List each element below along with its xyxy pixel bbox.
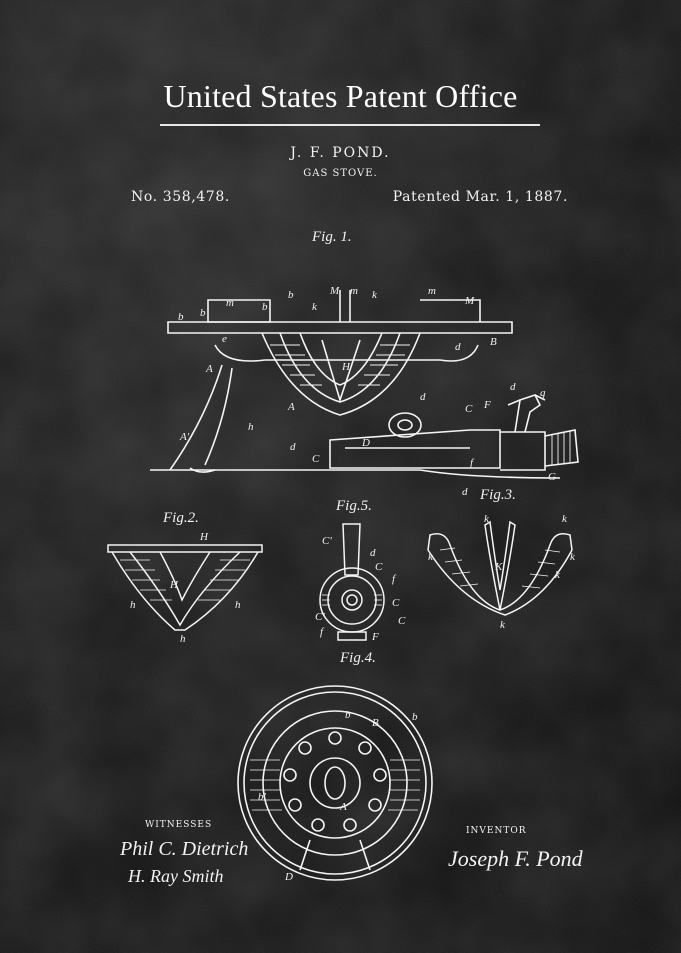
svg-text:b: b xyxy=(412,711,418,723)
svg-text:A': A' xyxy=(179,431,190,443)
witness-signature-2: H. Ray Smith xyxy=(128,866,224,886)
svg-text:D: D xyxy=(284,871,293,883)
svg-text:F: F xyxy=(371,631,379,643)
svg-text:k: k xyxy=(555,569,561,581)
svg-text:D: D xyxy=(361,437,370,449)
svg-text:A: A xyxy=(205,363,213,375)
svg-text:C: C xyxy=(375,561,383,573)
inventor-label: INVENTOR xyxy=(466,826,527,836)
svg-text:d: d xyxy=(370,547,376,559)
witnesses-label: WITNESSES xyxy=(145,820,213,830)
svg-text:h: h xyxy=(130,599,136,611)
svg-text:k: k xyxy=(312,301,318,313)
svg-text:d: d xyxy=(290,441,296,453)
svg-text:d: d xyxy=(455,341,461,353)
svg-text:h: h xyxy=(180,633,186,645)
svg-text:H: H xyxy=(169,579,179,591)
svg-text:b: b xyxy=(200,307,206,319)
svg-text:A: A xyxy=(339,801,347,813)
office-title: United States Patent Office xyxy=(163,78,518,114)
title-underline xyxy=(160,124,540,126)
svg-text:K: K xyxy=(494,561,503,573)
svg-text:C: C xyxy=(465,403,473,415)
svg-text:C: C xyxy=(392,597,400,609)
svg-text:M: M xyxy=(329,285,340,297)
svg-text:C': C' xyxy=(322,535,332,547)
svg-text:k: k xyxy=(484,513,490,525)
fig1-label: Fig. 1. xyxy=(312,229,352,245)
svg-text:g: g xyxy=(540,387,546,399)
inventor-name: J. F. POND. xyxy=(290,145,391,161)
svg-text:H: H xyxy=(341,361,351,373)
svg-text:k: k xyxy=(500,619,506,631)
patent-date: Patented Mar. 1, 1887. xyxy=(392,189,568,205)
svg-text:k: k xyxy=(570,551,576,563)
svg-text:C': C' xyxy=(315,611,325,623)
svg-text:m: m xyxy=(428,285,436,297)
inventor-signature: Joseph F. Pond xyxy=(448,846,583,871)
svg-text:G: G xyxy=(548,471,556,483)
svg-text:k: k xyxy=(428,551,434,563)
svg-text:b: b xyxy=(288,289,294,301)
svg-text:h: h xyxy=(248,421,254,433)
svg-text:C: C xyxy=(312,453,320,465)
svg-text:C: C xyxy=(398,615,406,627)
svg-text:f: f xyxy=(392,573,397,585)
svg-text:k: k xyxy=(372,289,378,301)
patent-number: No. 358,478. xyxy=(131,189,230,205)
svg-text:b: b xyxy=(178,311,184,323)
svg-text:B: B xyxy=(490,336,497,348)
svg-text:d: d xyxy=(510,381,516,393)
fig2-label: Fig.2. xyxy=(163,510,199,526)
svg-text:f: f xyxy=(320,626,325,638)
svg-text:H: H xyxy=(199,531,209,543)
svg-text:f: f xyxy=(470,457,475,469)
svg-text:b: b xyxy=(262,301,268,313)
fig3-label: Fig.3. xyxy=(480,487,516,503)
svg-text:d: d xyxy=(462,486,468,498)
svg-text:b': b' xyxy=(258,791,267,803)
svg-text:F: F xyxy=(483,399,491,411)
svg-text:b: b xyxy=(345,709,351,721)
fig5-label: Fig.5. xyxy=(336,498,372,514)
svg-text:h: h xyxy=(235,599,241,611)
svg-text:M: M xyxy=(464,295,475,307)
fig4-label: Fig.4. xyxy=(340,650,376,666)
svg-text:k: k xyxy=(562,513,568,525)
witness-signature-1: Phil C. Dietrich xyxy=(120,838,249,860)
svg-text:B: B xyxy=(372,717,379,729)
svg-text:A: A xyxy=(287,401,295,413)
svg-text:d: d xyxy=(420,391,426,403)
svg-text:m: m xyxy=(350,285,358,297)
patent-subject: GAS STOVE. xyxy=(303,168,378,179)
svg-text:m: m xyxy=(226,297,234,309)
svg-text:e: e xyxy=(222,333,227,345)
